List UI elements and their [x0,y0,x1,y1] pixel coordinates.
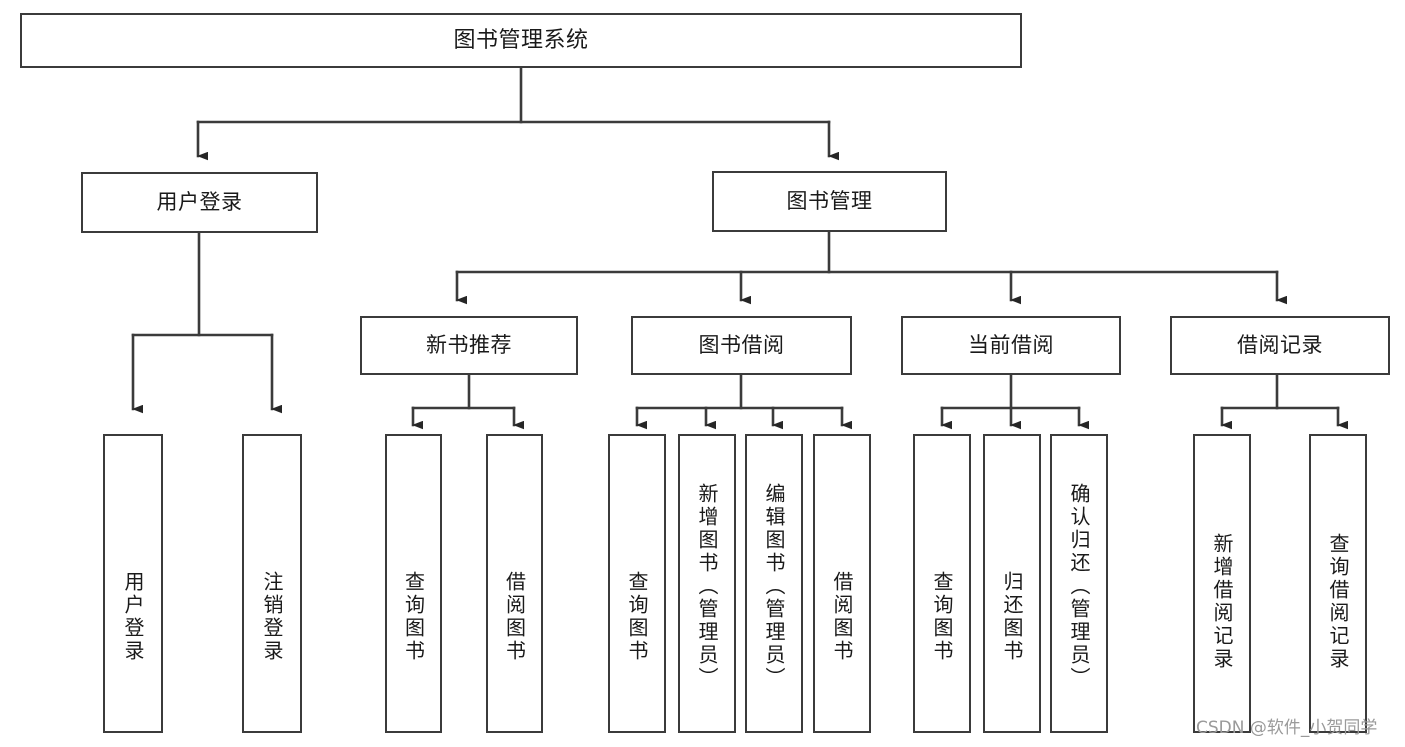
leaf-current-borrow-query-label: 查询图书 [930,570,954,663]
node-book-borrow[interactable]: 图书借阅 [631,316,852,375]
leaf-new-book-query[interactable]: 查询图书 [385,434,442,733]
node-borrow-record[interactable]: 借阅记录 [1170,316,1390,375]
leaf-borrow-record-add-label: 新增借阅记录 [1210,532,1234,671]
leaf-new-book-query-label: 查询图书 [401,570,426,663]
node-book-borrow-label: 图书借阅 [698,333,785,358]
node-user-login-label: 用户登录 [156,190,243,215]
leaf-book-borrow-query-label: 查询图书 [625,570,649,663]
leaf-new-book-borrow-label: 借阅图书 [502,570,527,663]
node-book-management[interactable]: 图书管理 [712,171,947,232]
node-current-borrow-label: 当前借阅 [968,333,1054,358]
leaf-current-borrow-return-label: 归还图书 [1000,570,1024,663]
leaf-current-borrow-return[interactable]: 归还图书 [983,434,1041,733]
leaf-user-login-signout[interactable]: 注销登录 [242,434,302,733]
leaf-user-login-signout-label: 注销登录 [260,570,284,663]
leaf-borrow-record-query-label: 查询借阅记录 [1326,532,1350,671]
leaf-book-borrow-add-label: 新增图书（管理员） [695,483,719,690]
node-root-system-label: 图书管理系统 [453,27,589,53]
edges [131,66,1348,430]
node-new-book-recommend-label: 新书推荐 [426,333,512,358]
node-book-management-label: 图书管理 [786,189,873,214]
leaf-book-borrow-add[interactable]: 新增图书（管理员） [678,434,736,733]
leaf-borrow-record-add[interactable]: 新增借阅记录 [1193,434,1251,733]
leaf-borrow-record-query[interactable]: 查询借阅记录 [1309,434,1367,733]
leaf-book-borrow-query[interactable]: 查询图书 [608,434,666,733]
node-current-borrow[interactable]: 当前借阅 [901,316,1121,375]
leaf-user-login-signin[interactable]: 用户登录 [103,434,163,733]
leaf-user-login-signin-label: 用户登录 [121,570,145,663]
node-user-login[interactable]: 用户登录 [81,172,318,233]
node-new-book-recommend[interactable]: 新书推荐 [360,316,578,375]
leaf-new-book-borrow[interactable]: 借阅图书 [486,434,543,733]
leaf-current-borrow-confirm-label: 确认归还（管理员） [1067,483,1091,690]
leaf-book-borrow-borrow-label: 借阅图书 [830,570,854,663]
node-borrow-record-label: 借阅记录 [1237,333,1323,358]
leaf-current-borrow-query[interactable]: 查询图书 [913,434,971,733]
csdn-watermark: CSDN @软件_小贺同学 [1196,718,1378,738]
leaf-book-borrow-borrow[interactable]: 借阅图书 [813,434,871,733]
leaf-current-borrow-confirm[interactable]: 确认归还（管理员） [1050,434,1108,733]
leaf-book-borrow-edit[interactable]: 编辑图书（管理员） [745,434,803,733]
node-root-system[interactable]: 图书管理系统 [20,13,1022,68]
leaf-book-borrow-edit-label: 编辑图书（管理员） [762,483,786,690]
